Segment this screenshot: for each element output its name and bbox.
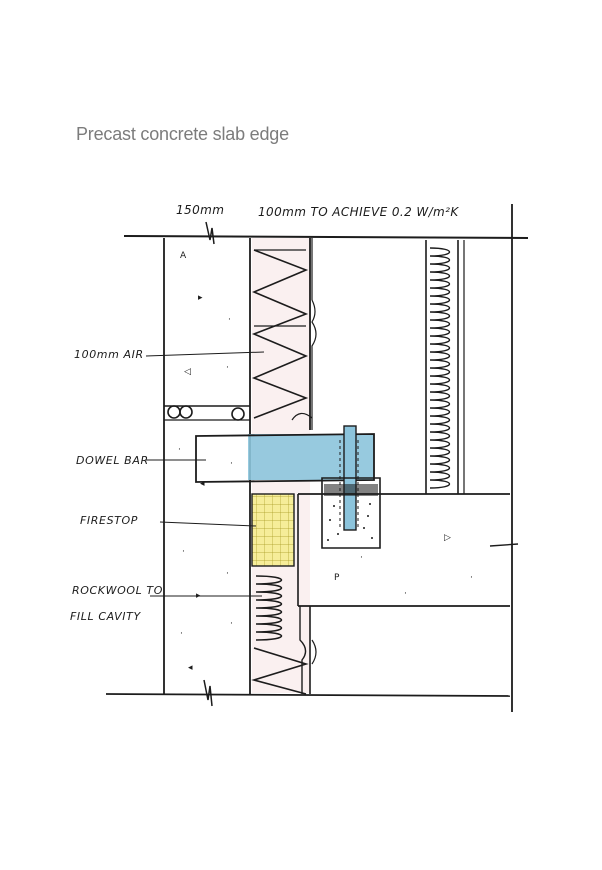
bearing-pad xyxy=(324,484,378,496)
svg-text:▷: ▷ xyxy=(444,533,451,543)
svg-text:·: · xyxy=(226,569,229,579)
svg-text:◂: ◂ xyxy=(200,479,205,489)
grout-stipple xyxy=(327,503,373,541)
cavity-membrane-lower xyxy=(299,606,307,694)
svg-text:◁: ◁ xyxy=(184,367,191,377)
label-air: 100mm AIR xyxy=(74,348,144,361)
dimension-tick-top xyxy=(205,221,215,245)
svg-text:·: · xyxy=(230,619,233,629)
svg-text:·: · xyxy=(180,629,183,639)
slab-break-line xyxy=(489,543,519,547)
svg-text:▸: ▸ xyxy=(198,293,203,303)
svg-text:A: A xyxy=(180,251,187,261)
top-datum-line xyxy=(123,235,529,239)
svg-text:·: · xyxy=(360,553,363,563)
bottom-datum-line xyxy=(105,693,511,697)
rockwool-lower xyxy=(255,575,282,641)
svg-text:·: · xyxy=(230,459,233,469)
cavity-membrane-upper xyxy=(311,299,317,430)
svg-text:·: · xyxy=(470,573,473,583)
label-firestop: FIRESTOP xyxy=(80,514,138,527)
insulation-zigzag-lower xyxy=(251,647,309,695)
label-rockwool-line2: FILL CAVITY xyxy=(70,610,141,623)
insulation-zigzag-upper xyxy=(251,249,309,419)
svg-text:P: P xyxy=(334,573,340,583)
svg-text:·: · xyxy=(404,589,407,599)
label-rockwool-line1: ROCKWOOL TO xyxy=(72,584,163,597)
dowel-bar-curl xyxy=(291,412,313,421)
joint-sealant-left xyxy=(167,405,193,419)
joint-sealant-right xyxy=(231,407,245,421)
leader-air xyxy=(145,351,265,357)
dowel-bar xyxy=(195,433,375,483)
page-title: Precast concrete slab edge xyxy=(76,124,289,144)
firestop xyxy=(251,493,295,567)
dimension-tick-bottom xyxy=(203,679,213,707)
svg-text:◂: ◂ xyxy=(188,663,193,673)
label-dowel-bar: DOWEL BAR xyxy=(76,454,149,467)
svg-text:·: · xyxy=(178,445,181,455)
svg-text:·: · xyxy=(228,315,231,325)
concrete-aggregate-marks: A ▸ · ◁ · · ◂ · · · ▸ · · ◂ P ▷ · · · xyxy=(178,251,473,673)
cavity-bulge-lower xyxy=(311,639,317,665)
dimension-right-text: 100mm TO ACHIEVE 0.2 W/m²K xyxy=(258,205,459,219)
cladding-rockwool-coil xyxy=(429,247,451,489)
bearing-pocket xyxy=(321,477,381,549)
leader-firestop xyxy=(159,521,257,527)
dimension-left-text: 150mm xyxy=(176,203,224,217)
svg-text:·: · xyxy=(226,363,229,373)
svg-text:·: · xyxy=(182,547,185,557)
